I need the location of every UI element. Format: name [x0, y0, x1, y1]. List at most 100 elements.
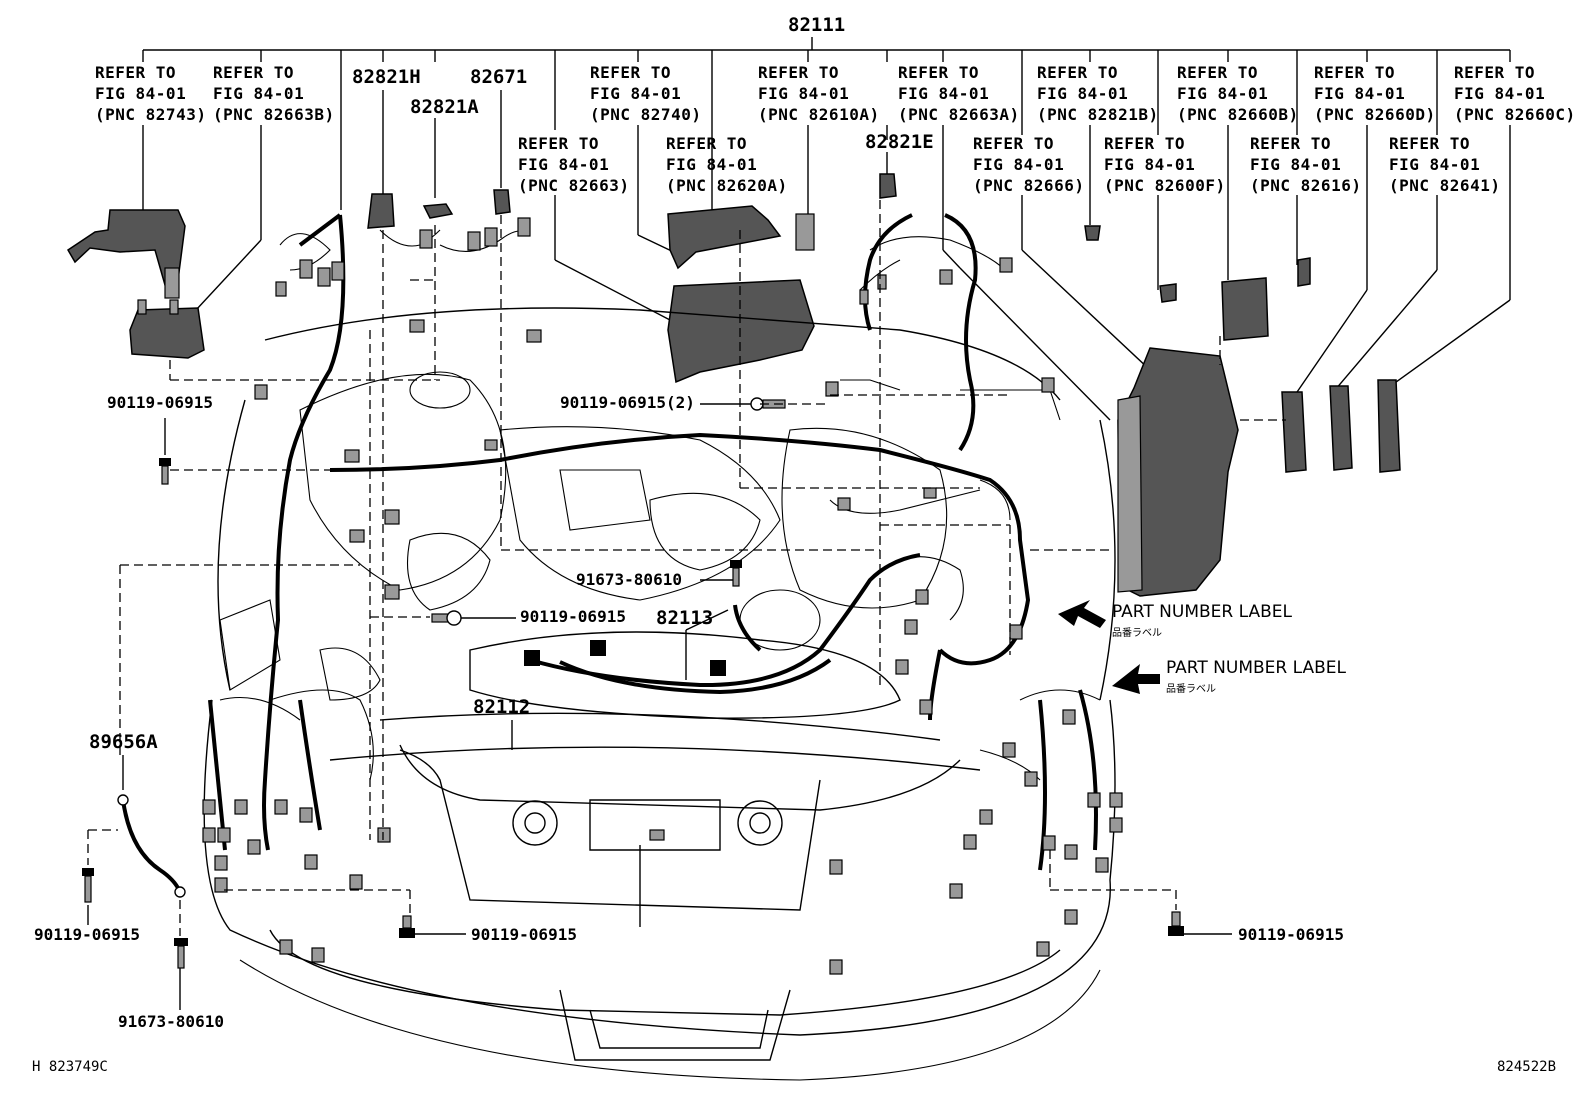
part-number-label-callout-1: PART NUMBER LABEL 品番ラベル — [1058, 600, 1292, 639]
std-part-90119-06915-center-label[interactable]: 90119-06915 — [520, 607, 626, 626]
ecu-box-82663-icon[interactable] — [667, 279, 815, 384]
svg-text:FIG 84-01: FIG 84-01 — [1389, 155, 1480, 174]
relay-82660D-icon[interactable] — [1281, 391, 1307, 473]
refer-label-82740[interactable]: REFER TO FIG 84-01 (PNC 82740) — [590, 63, 701, 124]
svg-text:FIG 84-01: FIG 84-01 — [666, 155, 757, 174]
svg-text:(PNC 82663): (PNC 82663) — [518, 176, 629, 195]
svg-text:(PNC 82743): (PNC 82743) — [95, 105, 206, 124]
std-part-90119-06915-bc-label[interactable]: 90119-06915 — [471, 925, 577, 944]
refer-label-82743[interactable]: REFER TO FIG 84-01 (PNC 82743) — [95, 63, 206, 124]
std-part-91673-80610-center-label[interactable]: 91673-80610 — [576, 570, 682, 589]
refer-label-82616[interactable]: REFER TO FIG 84-01 (PNC 82616) — [1250, 134, 1361, 195]
part-82821H-label[interactable]: 82821H — [352, 66, 421, 88]
svg-text:FIG 84-01: FIG 84-01 — [1177, 84, 1268, 103]
std-part-90119-06915-br-label[interactable]: 90119-06915 — [1238, 925, 1344, 944]
bracket-82663B-icon[interactable] — [129, 299, 205, 359]
relay-cluster-82660B-icon[interactable] — [1221, 277, 1269, 341]
junction-block-82666-icon[interactable] — [1117, 347, 1239, 597]
part-89656A-label[interactable]: 89656A — [89, 731, 158, 753]
svg-text:REFER TO: REFER TO — [898, 63, 979, 82]
part-82111-label[interactable]: 82111 — [788, 14, 845, 36]
svg-text:FIG 84-01: FIG 84-01 — [518, 155, 609, 174]
bolt-90119-06915-left-icon[interactable] — [159, 458, 171, 485]
wire-harness-89656A[interactable] — [117, 794, 186, 898]
svg-text:(PNC 82600F): (PNC 82600F) — [1104, 176, 1226, 195]
refer-label-82600F[interactable]: REFER TO FIG 84-01 (PNC 82600F) — [1104, 134, 1226, 195]
main-part-bracket: 82111 — [142, 14, 1511, 210]
svg-text:REFER TO: REFER TO — [213, 63, 294, 82]
svg-text:FIG 84-01: FIG 84-01 — [213, 84, 304, 103]
refer-label-82660B[interactable]: REFER TO FIG 84-01 (PNC 82660B) — [1177, 63, 1299, 124]
std-part-91673-80610-bl-label[interactable]: 91673-80610 — [118, 1012, 224, 1031]
part-82113-label[interactable]: 82113 — [656, 607, 713, 629]
svg-text:品番ラベル: 品番ラベル — [1166, 683, 1216, 695]
refer-label-82620A[interactable]: REFER TO FIG 84-01 (PNC 82620A) — [666, 134, 788, 195]
connector-82821H-icon[interactable] — [367, 193, 395, 229]
connector-82821E-icon[interactable] — [879, 173, 897, 199]
std-part-90119-06915-bl-label[interactable]: 90119-06915 — [34, 925, 140, 944]
refer-label-82660D[interactable]: REFER TO FIG 84-01 (PNC 82660D) — [1314, 63, 1436, 124]
svg-text:REFER TO: REFER TO — [1104, 134, 1185, 153]
svg-text:(PNC 82610A): (PNC 82610A) — [758, 105, 880, 124]
svg-text:REFER TO: REFER TO — [1250, 134, 1331, 153]
svg-text:品番ラベル: 品番ラベル — [1112, 627, 1162, 639]
refer-label-82641[interactable]: REFER TO FIG 84-01 (PNC 82641) — [1389, 134, 1500, 195]
svg-text:FIG 84-01: FIG 84-01 — [1104, 155, 1195, 174]
connector-82821B-icon[interactable] — [1084, 225, 1101, 241]
bolt-90119-06915-center-icon[interactable] — [431, 610, 462, 626]
svg-text:REFER TO: REFER TO — [758, 63, 839, 82]
refer-label-82660C[interactable]: REFER TO FIG 84-01 (PNC 82660C) — [1454, 63, 1576, 124]
part-82821A-label[interactable]: 82821A — [410, 96, 479, 118]
svg-text:FIG 84-01: FIG 84-01 — [973, 155, 1064, 174]
svg-text:(PNC 82641): (PNC 82641) — [1389, 176, 1500, 195]
svg-text:(PNC 82821B): (PNC 82821B) — [1037, 105, 1159, 124]
engine-bay-outline — [203, 307, 1116, 1081]
std-part-90119-06915-2-label[interactable]: 90119-06915(2) — [560, 393, 695, 412]
leader-lines — [87, 90, 1511, 1010]
refer-label-82663B[interactable]: REFER TO FIG 84-01 (PNC 82663B) — [213, 63, 335, 124]
relay-block-82740-icon[interactable] — [667, 205, 815, 270]
wire-harness-82111[interactable] — [208, 213, 1101, 871]
wire-harness-82113[interactable] — [524, 553, 921, 695]
connector-82671-icon[interactable] — [493, 189, 511, 215]
footer-left-code: H 823749C — [32, 1059, 108, 1075]
part-82671-label[interactable]: 82671 — [470, 66, 527, 88]
bolt-91673-80610-bl-icon[interactable] — [174, 938, 188, 969]
refer-label-82821B[interactable]: REFER TO FIG 84-01 (PNC 82821B) — [1037, 63, 1159, 124]
bolt-90119-06915-bc-icon[interactable] — [399, 915, 415, 938]
refer-label-82610A[interactable]: REFER TO FIG 84-01 (PNC 82610A) — [758, 63, 880, 124]
svg-text:FIG 84-01: FIG 84-01 — [898, 84, 989, 103]
svg-text:(PNC 82666): (PNC 82666) — [973, 176, 1084, 195]
bolt-91673-80610-center-icon[interactable] — [730, 560, 742, 587]
svg-text:(PNC 82663B): (PNC 82663B) — [213, 105, 335, 124]
svg-text:REFER TO: REFER TO — [1177, 63, 1258, 82]
refer-label-82666[interactable]: REFER TO FIG 84-01 (PNC 82666) — [973, 134, 1084, 195]
bolt-90119-06915-br-icon[interactable] — [1168, 911, 1184, 936]
bracket-82743-icon[interactable] — [66, 209, 186, 299]
refer-label-82663[interactable]: REFER TO FIG 84-01 (PNC 82663) — [518, 134, 629, 195]
svg-text:FIG 84-01: FIG 84-01 — [590, 84, 681, 103]
part-82821E-label[interactable]: 82821E — [865, 131, 934, 153]
svg-text:REFER TO: REFER TO — [973, 134, 1054, 153]
refer-label-82663A[interactable]: REFER TO FIG 84-01 (PNC 82663A) — [898, 63, 1020, 124]
connector-82616-icon[interactable] — [1297, 257, 1311, 287]
svg-text:REFER TO: REFER TO — [1389, 134, 1470, 153]
svg-text:FIG 84-01: FIG 84-01 — [1314, 84, 1405, 103]
svg-text:(PNC 82660C): (PNC 82660C) — [1454, 105, 1576, 124]
svg-text:(PNC 82663A): (PNC 82663A) — [898, 105, 1020, 124]
std-part-90119-06915-left-label[interactable]: 90119-06915 — [107, 393, 213, 412]
relay-82660C-icon[interactable] — [1377, 379, 1401, 473]
bolt-90119-06915-bl-icon[interactable] — [82, 868, 94, 903]
svg-text:REFER TO: REFER TO — [666, 134, 747, 153]
footer-right-code: 824522B — [1497, 1059, 1556, 1075]
svg-text:REFER TO: REFER TO — [1037, 63, 1118, 82]
relay-82641-icon[interactable] — [1329, 385, 1353, 471]
svg-text:REFER TO: REFER TO — [1314, 63, 1395, 82]
svg-text:REFER TO: REFER TO — [95, 63, 176, 82]
svg-text:FIG 84-01: FIG 84-01 — [95, 84, 186, 103]
svg-text:FIG 84-01: FIG 84-01 — [1454, 84, 1545, 103]
connector-82821A-icon[interactable] — [422, 203, 454, 219]
connector-82600F-icon[interactable] — [1159, 283, 1177, 303]
